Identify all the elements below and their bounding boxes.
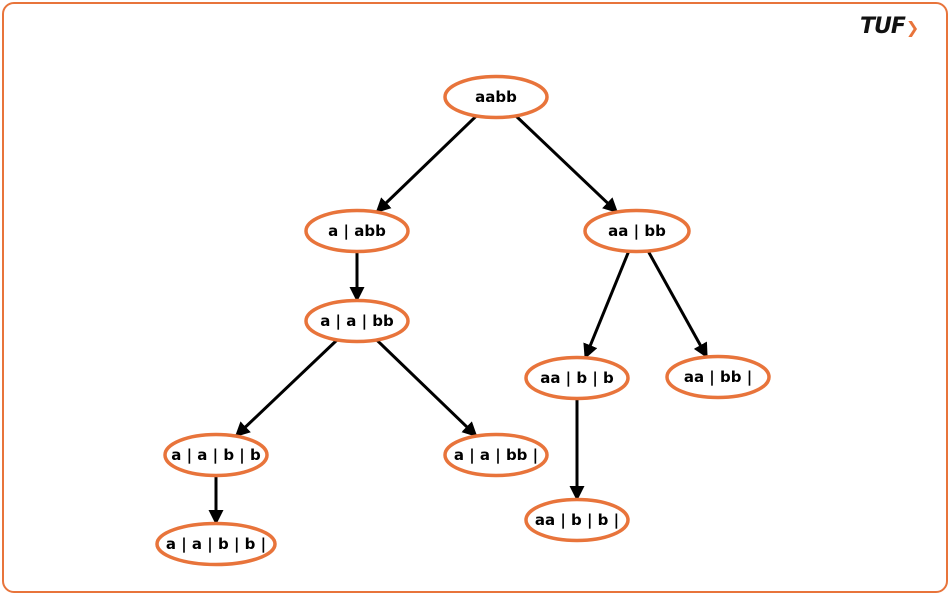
tree-node: a | abb [304, 208, 410, 254]
node-ellipse [304, 298, 410, 344]
tree-node: aa | bb | [665, 354, 771, 400]
node-label: a | a | b | b [171, 446, 261, 465]
node-ellipse [665, 354, 771, 400]
edge-arrow [646, 250, 709, 359]
node-label: aa | bb [608, 222, 666, 241]
node-label: aa | b | b | [535, 511, 619, 530]
node-ellipse [524, 355, 630, 401]
edge-arrow [583, 250, 631, 360]
node-ellipse [304, 208, 410, 254]
edge-arrow [514, 114, 619, 214]
chevron-right-icon: ❯ [905, 18, 919, 37]
node-ellipse [443, 74, 549, 120]
tree-node: aa | b | b [524, 355, 630, 401]
tuf-logo: TUF❯ [860, 14, 919, 39]
tree-node: a | a | b | b | [155, 521, 277, 567]
node-ellipse [155, 521, 277, 567]
node-label: aa | b | b [540, 369, 614, 388]
edge-arrow [234, 338, 339, 438]
edge-arrow [375, 114, 478, 214]
node-label: aabb [475, 88, 517, 106]
tree-node: aa | b | b | [524, 497, 630, 543]
node-label: aa | bb | [684, 368, 752, 387]
tree-node: a | a | bb | [443, 432, 549, 478]
node-label: a | abb [328, 222, 386, 241]
tree-node: a | a | bb [304, 298, 410, 344]
tree-node: aa | bb [583, 208, 691, 254]
tree-node: a | a | b | b [163, 432, 269, 478]
node-ellipse [583, 208, 691, 254]
logo-text: TUF [860, 14, 906, 39]
node-ellipse [443, 432, 549, 478]
node-label: a | a | bb | [454, 446, 538, 465]
node-label: a | a | bb [320, 312, 394, 331]
edge-arrow [375, 338, 478, 438]
node-ellipse [163, 432, 269, 478]
node-ellipse [524, 497, 630, 543]
tree-node: aabb [443, 74, 549, 120]
node-label: a | a | b | b | [166, 535, 266, 554]
